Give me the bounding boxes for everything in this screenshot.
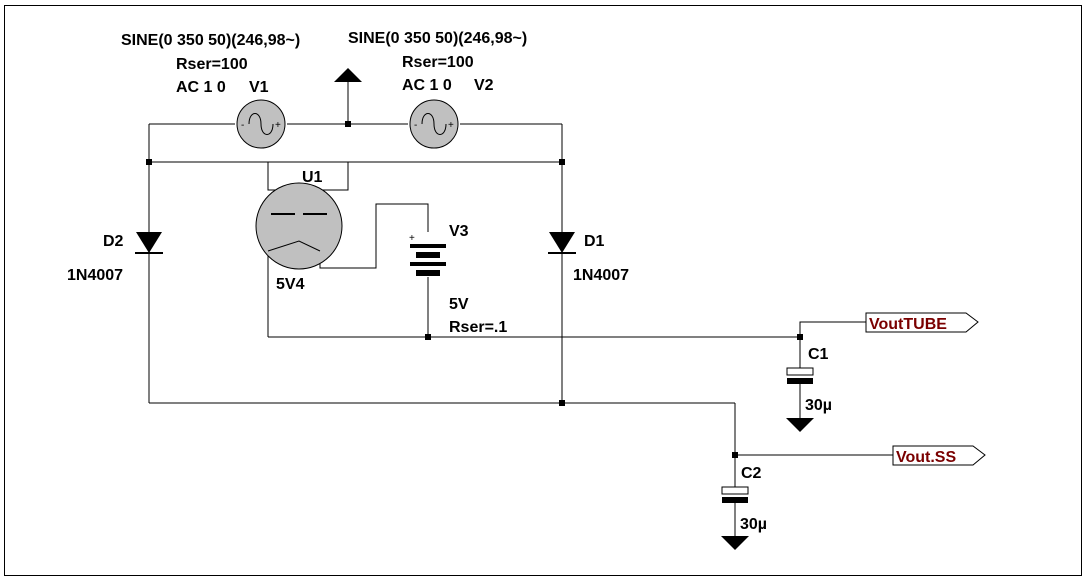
- net-label-vout-ss-text: Vout.SS: [896, 449, 956, 466]
- junction-dot: [146, 159, 152, 165]
- v1-plus-pin: +: [275, 120, 281, 131]
- tube-name-label: U1: [302, 169, 323, 186]
- v2-plus-pin: +: [448, 120, 454, 131]
- wires: [148, 82, 893, 536]
- diode-d2[interactable]: [135, 232, 163, 254]
- junction-dot: [345, 121, 351, 127]
- v3-name-label: V3: [449, 223, 469, 240]
- v1-rser-label: Rser=100: [176, 56, 248, 73]
- ground-icon: [721, 536, 749, 550]
- junction-dot: [559, 400, 565, 406]
- v1-sine-label: SINE(0 350 50)(246,98~): [121, 32, 300, 49]
- ground-icon: [786, 418, 814, 432]
- v2-name-label: V2: [474, 77, 494, 94]
- c1-value-label: 30µ: [805, 397, 832, 414]
- source-v1[interactable]: - +: [236, 99, 286, 149]
- v1-ac-label: AC 1 0: [176, 79, 226, 96]
- v3-value-label: 5V: [449, 296, 469, 313]
- tube-u1[interactable]: [255, 182, 343, 270]
- d1-model-label: 1N4007: [573, 267, 629, 284]
- ground-arrow-icon: [334, 68, 362, 82]
- v3-plus-pin: +: [409, 233, 415, 244]
- c2-value-label: 30µ: [740, 516, 767, 533]
- net-label-vout-tube-text: VoutTUBE: [869, 316, 947, 333]
- sine-icon: [248, 113, 274, 135]
- diode-d1[interactable]: [548, 232, 576, 254]
- capacitor-c2[interactable]: [721, 486, 749, 503]
- d2-model-label: 1N4007: [67, 267, 123, 284]
- v2-sine-label: SINE(0 350 50)(246,98~): [348, 30, 527, 47]
- sheet-border: [4, 5, 1082, 576]
- junction-dot: [425, 334, 431, 340]
- v1-minus-pin: -: [241, 120, 244, 131]
- v2-ac-label: AC 1 0: [402, 77, 452, 94]
- net-label-vout-tube[interactable]: VoutTUBE: [865, 312, 979, 333]
- v2-rser-label: Rser=100: [402, 54, 474, 71]
- junction-dot: [732, 452, 738, 458]
- source-v2[interactable]: - +: [409, 99, 459, 149]
- d2-name-label: D2: [103, 233, 124, 250]
- v3-rser-label: Rser=.1: [449, 319, 507, 336]
- d1-name-label: D1: [584, 233, 605, 250]
- junctions: [146, 121, 803, 458]
- source-v3[interactable]: +: [409, 233, 446, 276]
- junction-dot: [559, 159, 565, 165]
- sine-icon: [421, 113, 447, 135]
- capacitor-c1[interactable]: [786, 367, 814, 384]
- c2-name-label: C2: [741, 465, 762, 482]
- junction-dot: [797, 334, 803, 340]
- net-label-vout-ss[interactable]: Vout.SS: [892, 445, 986, 466]
- v2-minus-pin: -: [414, 120, 417, 131]
- v1-name-label: V1: [249, 79, 269, 96]
- tube-model-label: 5V4: [276, 276, 305, 293]
- c1-name-label: C1: [808, 346, 829, 363]
